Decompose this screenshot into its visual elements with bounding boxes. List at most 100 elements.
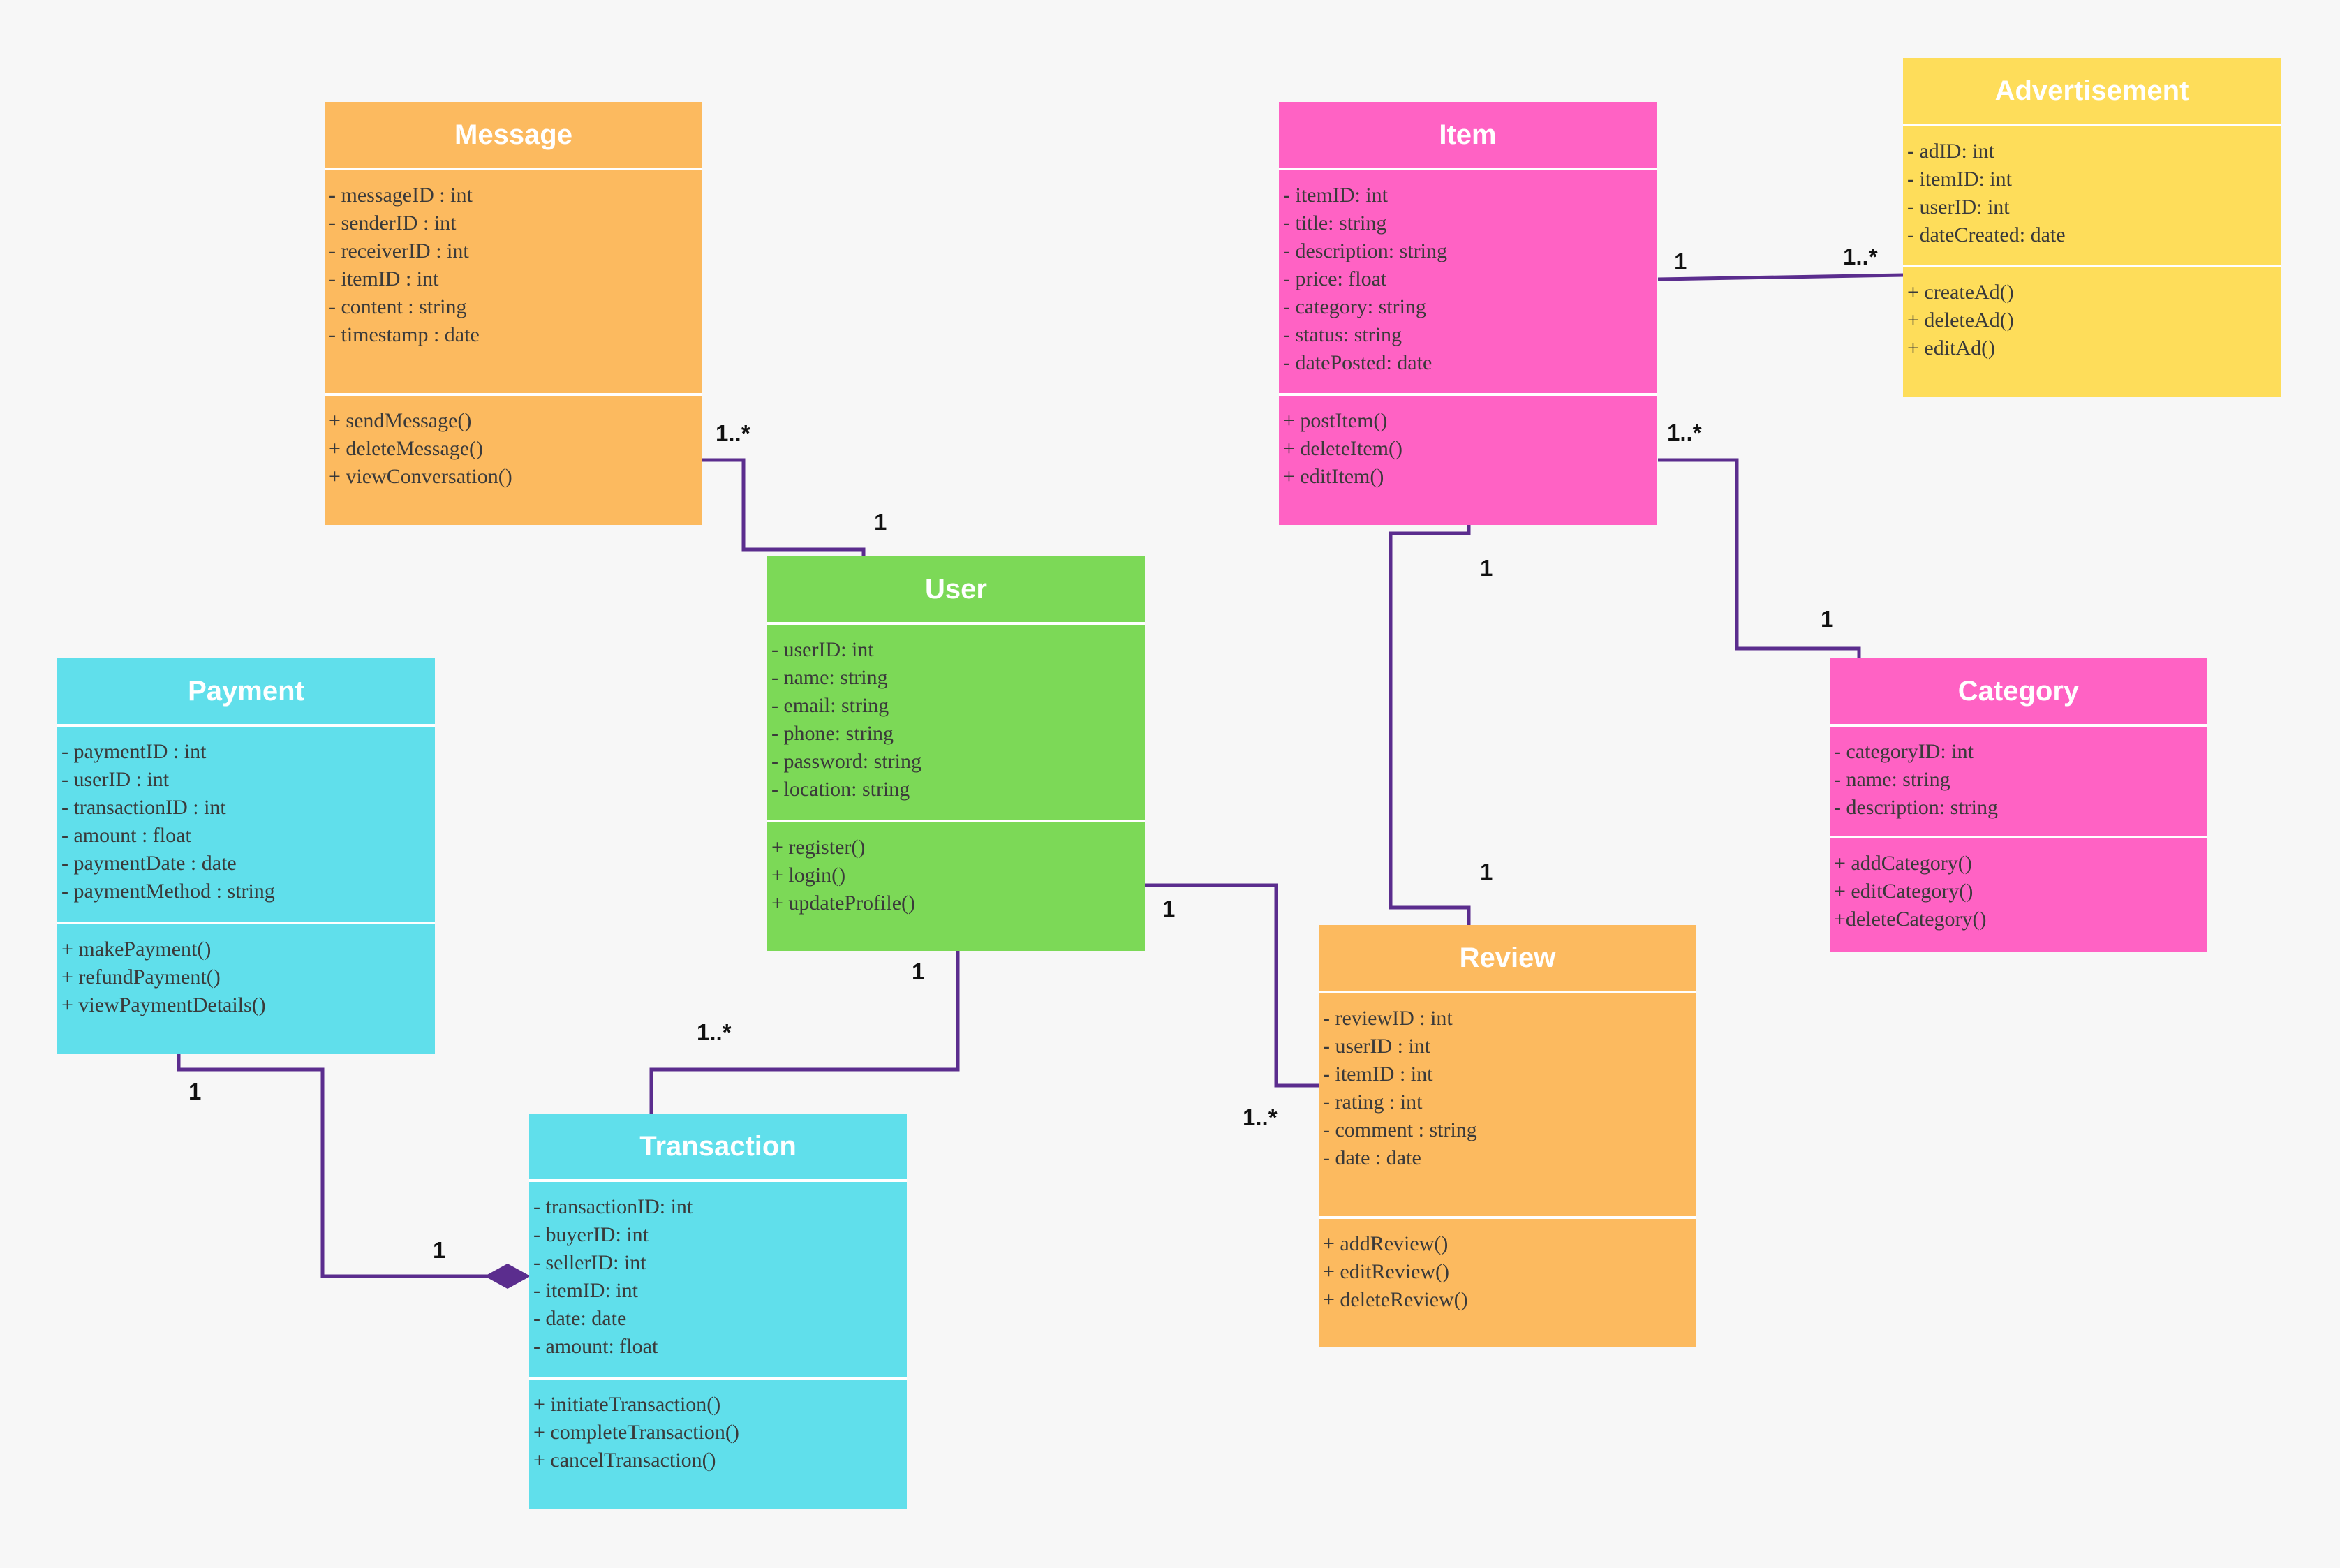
attribute: - itemID: int xyxy=(533,1279,638,1302)
method: + cancelTransaction() xyxy=(533,1449,716,1472)
attribute: - itemID : int xyxy=(1323,1063,1433,1086)
attribute: - price: float xyxy=(1283,267,1387,290)
attribute: - timestamp : date xyxy=(329,323,480,346)
attribute: - rating : int xyxy=(1323,1090,1423,1114)
method: + viewPaymentDetails() xyxy=(61,993,266,1016)
multiplicity-label: 1..* xyxy=(1667,420,1702,445)
class-message[interactable]: Message - messageID : int - senderID : i… xyxy=(325,102,702,525)
assoc-item-review xyxy=(1389,525,1471,925)
attribute: - comment : string xyxy=(1323,1118,1477,1141)
attributes-section: - transactionID: int - buyerID: int - se… xyxy=(529,1182,907,1380)
multiplicity-label: 1 xyxy=(1674,249,1687,274)
attribute: - userID : int xyxy=(61,768,170,791)
attribute: - category: string xyxy=(1283,295,1426,318)
multiplicity-label: 1..* xyxy=(1843,244,1878,269)
assoc-user-review xyxy=(1145,883,1319,1088)
attribute: - name: string xyxy=(771,666,888,689)
class-payment[interactable]: Payment - paymentID : int - userID : int… xyxy=(57,658,435,1054)
multiplicity-label: 1 xyxy=(188,1079,202,1104)
multiplicity-label: 1..* xyxy=(697,1019,732,1045)
class-title: Payment xyxy=(57,658,435,727)
attributes-section: - categoryID: int - name: string - descr… xyxy=(1830,727,2207,838)
attributes-section: - reviewID : int - userID : int - itemID… xyxy=(1319,993,1696,1219)
methods-section: + makePayment() + refundPayment() + view… xyxy=(57,924,435,1054)
multiplicity-label: 1..* xyxy=(716,420,750,446)
class-item[interactable]: Item - itemID: int - title: string - des… xyxy=(1279,102,1657,525)
attribute: - itemID : int xyxy=(329,267,439,290)
attributes-section: - itemID: int - title: string - descript… xyxy=(1279,170,1657,396)
class-transaction[interactable]: Transaction - transactionID: int - buyer… xyxy=(529,1114,907,1509)
attribute: - status: string xyxy=(1283,323,1402,346)
method: + addCategory() xyxy=(1834,852,1972,875)
multiplicity-label: 1 xyxy=(433,1237,446,1263)
method: +deleteCategory() xyxy=(1834,908,1987,931)
attribute: - adID: int xyxy=(1907,140,1994,163)
class-user[interactable]: User - userID: int - name: string - emai… xyxy=(767,556,1145,951)
multiplicity-label: 1 xyxy=(874,509,887,535)
method: + editItem() xyxy=(1283,465,1384,488)
multiplicity-label: 1 xyxy=(1821,606,1834,632)
assoc-item-category xyxy=(1658,458,1861,660)
attribute: - date : date xyxy=(1323,1146,1421,1169)
attribute: - date: date xyxy=(533,1307,627,1330)
method: + createAd() xyxy=(1907,281,2014,304)
attributes-section: - messageID : int - senderID : int - rec… xyxy=(325,170,702,396)
attribute: - paymentID : int xyxy=(61,740,207,763)
attribute: - description: string xyxy=(1283,239,1447,262)
method: + viewConversation() xyxy=(329,465,512,488)
multiplicity-label: 1 xyxy=(912,959,925,984)
class-title: Advertisement xyxy=(1903,58,2281,126)
class-title: User xyxy=(767,556,1145,625)
methods-section: + register() + login() + updateProfile() xyxy=(767,822,1145,951)
multiplicity-label: 1 xyxy=(1480,859,1493,885)
attribute: - receiverID : int xyxy=(329,239,469,262)
attribute: - userID: int xyxy=(1907,195,2010,219)
attribute: - amount : float xyxy=(61,824,191,847)
method: + editAd() xyxy=(1907,336,1996,360)
attribute: - content : string xyxy=(329,295,467,318)
methods-section: + createAd() + deleteAd() + editAd() xyxy=(1903,267,2281,397)
attribute: - amount: float xyxy=(533,1335,658,1358)
attribute: - paymentMethod : string xyxy=(61,880,275,903)
method: + completeTransaction() xyxy=(533,1421,739,1444)
attribute: - itemID: int xyxy=(1283,184,1388,207)
multiplicity-label: 1..* xyxy=(1243,1104,1278,1130)
methods-section: + initiateTransaction() + completeTransa… xyxy=(529,1380,907,1509)
attribute: - userID: int xyxy=(771,638,874,661)
class-title: Item xyxy=(1279,102,1657,170)
method: + deleteReview() xyxy=(1323,1288,1468,1311)
method: + postItem() xyxy=(1283,409,1388,432)
class-category[interactable]: Category - categoryID: int - name: strin… xyxy=(1830,658,2207,952)
attribute: - sellerID: int xyxy=(533,1251,646,1274)
class-review[interactable]: Review - reviewID : int - userID : int -… xyxy=(1319,925,1696,1347)
attribute: - datePosted: date xyxy=(1283,351,1432,374)
attribute: - buyerID: int xyxy=(533,1223,649,1246)
class-title: Category xyxy=(1830,658,2207,727)
attribute: - transactionID: int xyxy=(533,1195,693,1218)
method: + updateProfile() xyxy=(771,892,916,915)
class-title: Message xyxy=(325,102,702,170)
method: + editCategory() xyxy=(1834,880,1974,903)
assoc-user-transaction xyxy=(649,951,960,1114)
attribute: - password: string xyxy=(771,750,921,773)
method: + addReview() xyxy=(1323,1232,1449,1255)
class-advertisement[interactable]: Advertisement - adID: int - itemID: int … xyxy=(1903,58,2281,397)
method: + initiateTransaction() xyxy=(533,1393,721,1416)
multiplicity-label: 1 xyxy=(1480,555,1493,581)
method: + editReview() xyxy=(1323,1260,1450,1283)
attribute: - email: string xyxy=(771,694,889,717)
methods-section: + addCategory() + editCategory() +delete… xyxy=(1830,838,2207,952)
attribute: - paymentDate : date xyxy=(61,852,237,875)
attribute: - name: string xyxy=(1834,768,1950,791)
method: + sendMessage() xyxy=(329,409,472,432)
attribute: - reviewID : int xyxy=(1323,1007,1453,1030)
attribute: - location: string xyxy=(771,778,910,801)
methods-section: + sendMessage() + deleteMessage() + view… xyxy=(325,396,702,525)
class-title: Transaction xyxy=(529,1114,907,1182)
method: + deleteItem() xyxy=(1283,437,1402,460)
attribute: - categoryID: int xyxy=(1834,740,1974,763)
methods-section: + addReview() + editReview() + deleteRev… xyxy=(1319,1219,1696,1347)
attributes-section: - adID: int - itemID: int - userID: int … xyxy=(1903,126,2281,267)
methods-section: + postItem() + deleteItem() + editItem() xyxy=(1279,396,1657,525)
